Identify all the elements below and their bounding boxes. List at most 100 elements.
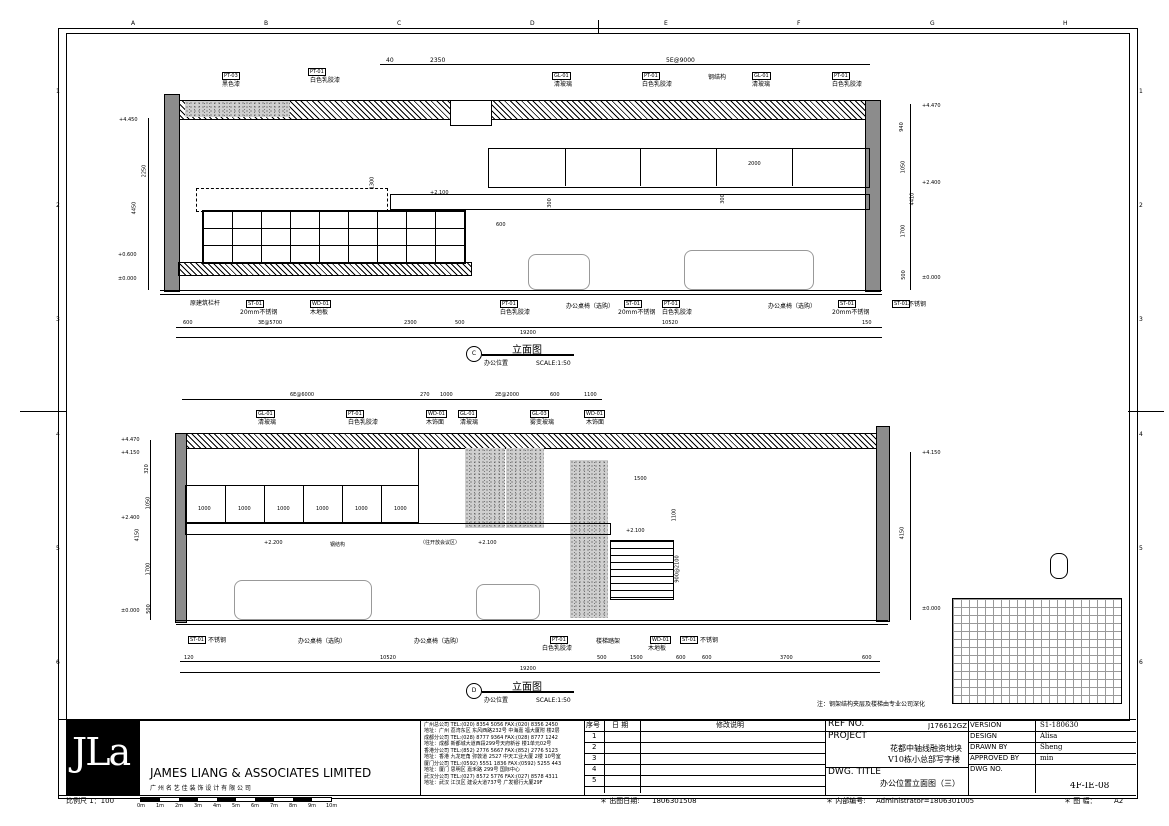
lower-bottom-tag-5: 楼梯踏架 — [596, 638, 621, 645]
lower-left-dim-5: 500 — [145, 604, 152, 614]
lower-inner-dim-3: 1000 — [277, 506, 290, 512]
tb-h-proj — [825, 767, 968, 768]
upper-tag-code-7: PT-01 — [832, 72, 850, 80]
grid-row-6-r: 6 — [1139, 659, 1143, 666]
upper-inner-dim-6: 300 — [719, 194, 726, 204]
grid-col-c: C — [397, 20, 402, 27]
lower-bottom-tag-1: 不锈钢 — [208, 637, 227, 644]
lower-bottom-code-7: ST-01 — [680, 636, 698, 644]
lower-tag-code-4: GL-01 — [458, 410, 477, 418]
lower-tag-text-2: 白色乳胶漆 — [348, 419, 379, 426]
upper-bottom-tag-5: 办公桌椅（选购） — [566, 303, 615, 310]
center-mark-left — [20, 411, 66, 412]
lower-bottom-code-4: PT-01 — [550, 636, 568, 644]
tb-v-rev-num — [604, 720, 605, 793]
tb-h-info-3 — [968, 753, 1136, 754]
rev-row-2: 2 — [592, 743, 597, 751]
info-value-version: S1-180630 — [1040, 721, 1079, 729]
lower-left-level-4: ±0.000 — [121, 608, 140, 614]
grid-row-3-r: 3 — [1139, 316, 1143, 323]
upper-top-dim-2: 2350 — [430, 57, 446, 64]
lower-inner-dim-8: 钢结构 — [330, 542, 346, 548]
lower-inner-dim-2: 1000 — [238, 506, 251, 512]
scale-tick-5: 5m — [232, 803, 241, 809]
info-label-dwgno: DWG NO. — [970, 765, 1003, 773]
lower-top-dim-4: 2E@2000 — [495, 392, 520, 398]
logo-letters: JLa — [72, 730, 131, 774]
lower-left-dim-4: 1700 — [145, 562, 152, 576]
info-value-approved: min — [1040, 754, 1054, 762]
office-line-4: 地址：成都 新都城大道西段299号天府新谷 楼1单元02号 — [424, 741, 552, 747]
upper-top-dim-3: 5E@9000 — [666, 57, 695, 64]
project-line-2: V10栋小总部写字楼 — [888, 755, 960, 764]
grid-row-4: 4 — [56, 431, 60, 438]
grid-row-5: 5 — [56, 545, 60, 552]
upper-right-dim-2: 1050 — [900, 160, 907, 174]
upper-title-rule — [482, 354, 574, 356]
tb-h-info-1 — [968, 731, 1136, 732]
upper-title-marker: C — [466, 346, 482, 362]
lower-inner-dim-13: 1100 — [671, 508, 678, 522]
upper-bottom-tag-1: 原建筑栏杆 — [190, 300, 221, 307]
scale-tick-3: 3m — [194, 803, 203, 809]
lower-top-dim-1: 6E@6000 — [290, 392, 315, 398]
upper-chair-group-1 — [528, 254, 590, 290]
print-date-value: 1806301508 — [652, 797, 697, 805]
rev-row-1: 1 — [592, 732, 597, 740]
lower-panel-wood — [418, 448, 466, 524]
lower-bottom-dim-1: 120 — [184, 655, 194, 661]
scale-bar-label: 比例尺 1：100 — [66, 797, 115, 805]
rev-row-3: 3 — [592, 754, 597, 762]
upper-railing-base — [178, 262, 472, 276]
lower-tag-text-4: 清玻璃 — [460, 419, 479, 426]
upper-inner-dim-5: 2000 — [748, 161, 761, 167]
lower-bottom-dim-5: 600 — [676, 655, 686, 661]
tb-h-rev-1 — [584, 731, 825, 732]
scale-tick-9: 9m — [308, 803, 317, 809]
info-label-version: VERSION — [970, 721, 1002, 729]
grid-col-h: H — [1063, 20, 1068, 27]
grid-row-3: 3 — [56, 316, 60, 323]
scale-tick-6: 6m — [251, 803, 260, 809]
scale-tick-7: 7m — [270, 803, 279, 809]
tb-h-info-2 — [968, 742, 1136, 743]
lower-bottom-dim-7: 3700 — [780, 655, 793, 661]
upper-chair-group-2 — [684, 250, 814, 290]
upper-inner-dim-2: 1300 — [369, 176, 376, 190]
upper-right-level-1: +4.470 — [922, 103, 941, 109]
upper-scale: SCALE:1:50 — [536, 360, 571, 367]
lower-inner-dim-9: （往开放会议区） — [420, 540, 461, 546]
lower-tag-text-5: 雾变玻璃 — [530, 419, 555, 426]
office-line-7: 厦门分公司 TEL:(0592) 5551 1836 FAX:(0592) 52… — [424, 761, 562, 767]
project-label: PROJECT — [828, 732, 867, 741]
lower-ceiling-slab — [176, 433, 884, 449]
lower-glass-cabinets — [185, 485, 419, 523]
lower-frosted-glass-2 — [506, 448, 544, 528]
scale-tick-4: 4m — [213, 803, 222, 809]
office-line-1: 广州总公司 TEL:(020) 8354 5056 FAX:(020) 8356… — [424, 722, 558, 728]
tb-h-rev-5 — [584, 775, 825, 776]
lower-inner-dim-6: 1000 — [394, 506, 407, 512]
upper-glass-div-2 — [640, 148, 641, 186]
rev-header-date: 日 期 — [612, 721, 629, 729]
key-plan — [952, 598, 1122, 704]
lower-tag-text-1: 清玻璃 — [258, 419, 277, 426]
lower-stair — [610, 540, 674, 600]
upper-top-dim-1: 40 — [386, 57, 394, 64]
lower-bottom-dim-8: 600 — [862, 655, 872, 661]
lower-left-level-2: +4.150 — [121, 450, 140, 456]
lower-bottom-tag-4: 白色乳胶漆 — [542, 645, 573, 652]
lower-inner-dim-5: 1000 — [355, 506, 368, 512]
upper-shelving-unit — [202, 210, 466, 264]
upper-ceiling-slab — [176, 100, 878, 120]
tb-h-rev-6 — [584, 786, 825, 787]
upper-bottom-dim-5: 10520 — [662, 320, 678, 326]
lower-tag-text-6: 木饰面 — [586, 419, 605, 426]
lower-floor-line — [176, 620, 888, 625]
center-mark-top — [598, 20, 599, 33]
rev-header-no: 序号 — [586, 721, 600, 729]
lower-bottom-dim-4: 1500 — [630, 655, 643, 661]
upper-inner-dim-4: 300 — [546, 198, 553, 208]
lower-total-dim-line — [180, 672, 880, 673]
info-value-drawn: Sheng — [1040, 743, 1063, 751]
